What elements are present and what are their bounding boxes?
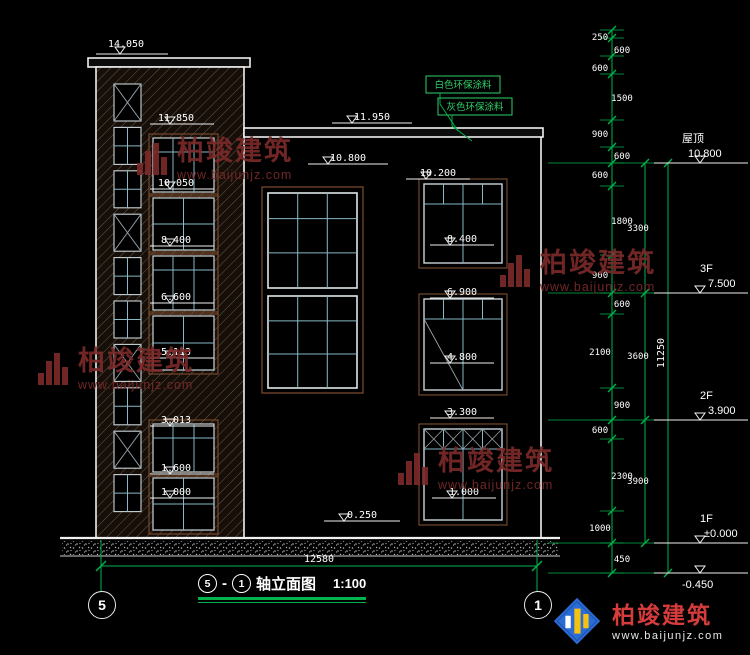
chain-seg: 600 <box>592 171 608 181</box>
chain-seg: 450 <box>614 555 630 565</box>
watermark-logo-icon <box>38 353 68 385</box>
floor-height-dim: 3300 <box>627 224 649 234</box>
grid-bubble-left: 5 <box>88 591 116 619</box>
grid-bubble-right: 1 <box>524 591 552 619</box>
watermark-brand: 柏竣建筑 <box>540 248 656 278</box>
watermark-url: www.baijunjz.com <box>540 280 656 294</box>
title-underline-thin <box>198 602 367 603</box>
right-level-label: 8.400 <box>447 234 477 245</box>
tower-level-label: 3.013 <box>161 415 191 426</box>
floor-height-dim: 3600 <box>627 352 649 362</box>
right-level-label: 6.900 <box>447 287 477 298</box>
grid-bubble-right-label: 1 <box>534 597 542 613</box>
watermark-logo-icon <box>137 143 167 175</box>
chain-seg: 600 <box>592 426 608 436</box>
right-level-label: 10.200 <box>420 168 456 179</box>
title-name: 轴立面图 <box>256 576 317 593</box>
window <box>152 255 215 311</box>
overall-height-dim: 11250 <box>656 338 667 368</box>
tower-level-label: 14.050 <box>108 39 144 50</box>
tower-level-label: 6.600 <box>161 292 191 303</box>
mid-level-label: 11.950 <box>354 112 390 123</box>
dimension-lines <box>95 25 673 592</box>
tower-level-label: 1.600 <box>161 463 191 474</box>
floor-height-dim: 3900 <box>627 477 649 487</box>
right-level-label: 4.800 <box>447 352 477 363</box>
watermark-brand: 柏竣建筑 <box>177 136 293 166</box>
mid-level-label: 10.800 <box>330 153 366 164</box>
window <box>152 423 215 473</box>
tower-level-label: 10.050 <box>158 178 194 189</box>
paint-annotation-white: 白色环保涂料 <box>434 79 492 91</box>
bottom-width-dim: 12580 <box>304 554 334 565</box>
floor-marker-value: 7.500 <box>708 278 736 290</box>
floor-marker-label: 屋顶 <box>682 132 704 145</box>
floor-marker-value: 10.800 <box>688 148 722 160</box>
title-scale: 1:100 <box>333 576 367 591</box>
watermark: 柏竣建筑 www.baijunjz.com <box>498 250 656 294</box>
chain-seg: 1800 <box>611 217 633 227</box>
window <box>267 295 358 389</box>
watermark-brand: 柏竣建筑 <box>78 346 194 376</box>
watermark-url: www.baijunjz.com <box>438 478 554 492</box>
title-axis-bubble-b: 1 <box>232 574 251 593</box>
watermark-brand: 柏竣建筑 <box>438 446 554 476</box>
paint-annotation-grey: 灰色环保涂料 <box>446 101 504 113</box>
floor-marker-label: 1F <box>700 513 713 525</box>
watermark-logo-icon <box>398 453 428 485</box>
building-windows <box>113 83 508 535</box>
watermark-logo-icon <box>500 255 530 287</box>
chain-seg: 2300 <box>611 472 633 482</box>
chain-seg: 900 <box>614 401 630 411</box>
chain-seg: 600 <box>614 152 630 162</box>
tower-level-label: 11.850 <box>158 113 194 124</box>
watermark: 柏竣建筑 www.baijunjz.com <box>36 348 194 392</box>
brand-url: www.baijunjz.com <box>612 630 724 643</box>
chain-seg: 1500 <box>611 94 633 104</box>
tower-level-label: 8.400 <box>161 235 191 246</box>
chain-seg: 900 <box>592 130 608 140</box>
annotation-leaders <box>425 75 513 142</box>
chain-seg: 900 <box>592 271 608 281</box>
level-marker-symbols <box>96 46 748 574</box>
title-axis-bubble-a: 5 <box>198 574 217 593</box>
floor-marker-value: -0.450 <box>682 579 713 591</box>
title-underline <box>198 597 367 600</box>
right-level-label: 1.000 <box>449 487 479 498</box>
floor-marker-value: ±0.000 <box>704 528 738 540</box>
window <box>267 192 358 289</box>
watermark-url: www.baijunjz.com <box>177 168 293 182</box>
drawing-title: 5 - 1 轴立面图 1:100 <box>198 573 366 594</box>
chain-seg: 250 <box>592 33 608 43</box>
brand-logo-icon <box>553 597 601 645</box>
dimension-labels: 14.050 11.850 10.050 8.400 6.600 5.113 3… <box>108 33 738 591</box>
brand-name: 柏竣建筑 <box>612 601 712 628</box>
chain-seg: 600 <box>614 300 630 310</box>
floor-marker-label: 3F <box>700 263 713 275</box>
grid-bubble-left-label: 5 <box>98 597 106 613</box>
chain-seg: 1000 <box>589 524 611 534</box>
title-separator: - <box>222 575 227 592</box>
chain-seg: 2100 <box>589 348 611 358</box>
tower-level-label: 1.000 <box>161 487 191 498</box>
watermark: 柏竣建筑 www.baijunjz.com <box>396 448 554 492</box>
watermark-url: www.baijunjz.com <box>78 378 194 392</box>
floor-marker-value: 3.900 <box>708 405 736 417</box>
mid-level-label: 0.250 <box>347 510 377 521</box>
tower-level-label: 5.113 <box>161 347 191 358</box>
watermark: 柏竣建筑 www.baijunjz.com <box>135 138 293 182</box>
floor-marker-label: 2F <box>700 390 713 402</box>
right-level-label: 3.300 <box>447 407 477 418</box>
chain-seg: 600 <box>592 64 608 74</box>
drawing-title-block: 5 - 1 轴立面图 1:100 <box>198 573 367 603</box>
brand-logo-block: 柏竣建筑 www.baijunjz.com <box>552 596 723 648</box>
chain-seg: 600 <box>614 46 630 56</box>
